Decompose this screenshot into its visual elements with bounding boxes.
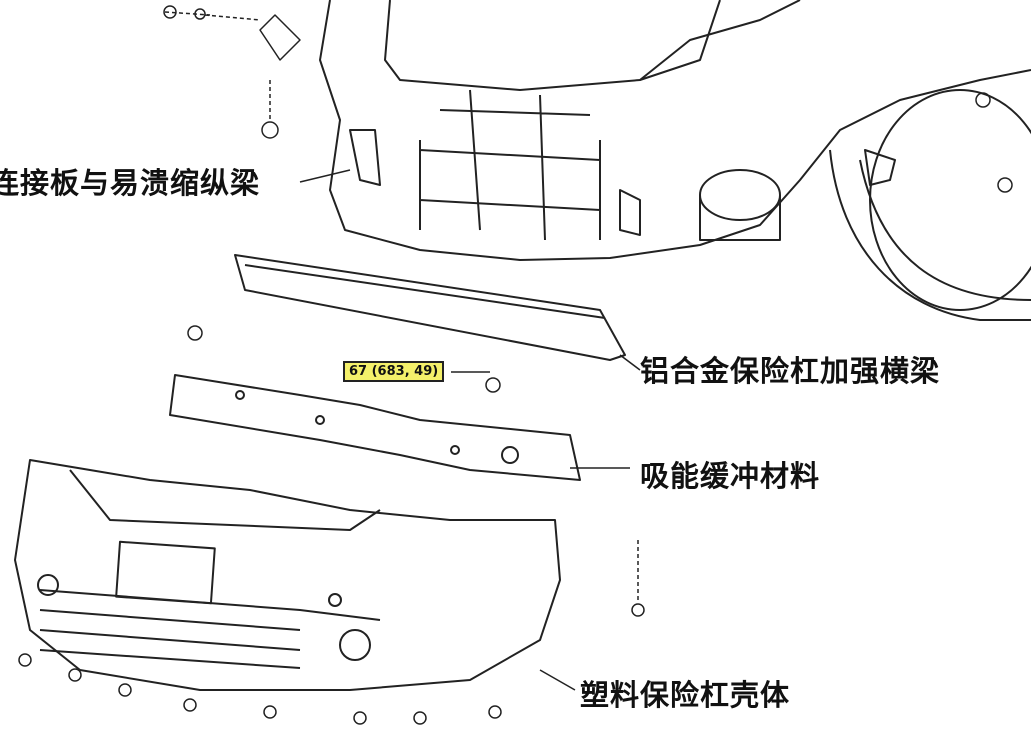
car-front-body [319, 0, 1031, 321]
fasteners [18, 5, 1013, 725]
bumper-cover [14, 459, 561, 691]
annotation-tag: 67 (683, 49) [343, 361, 445, 382]
reinforcement-beam [234, 254, 626, 361]
label-reinforcement-beam: 铝合金保险杠加强横梁 [640, 354, 941, 388]
energy-absorber [169, 374, 581, 481]
label-energy-absorber: 吸能缓冲材料 [640, 459, 821, 493]
label-bumper-cover: 塑料保险杠壳体 [580, 678, 791, 712]
label-connector-rail: 连接板与易溃缩纵梁 [0, 166, 261, 200]
leader-lines [299, 169, 641, 691]
